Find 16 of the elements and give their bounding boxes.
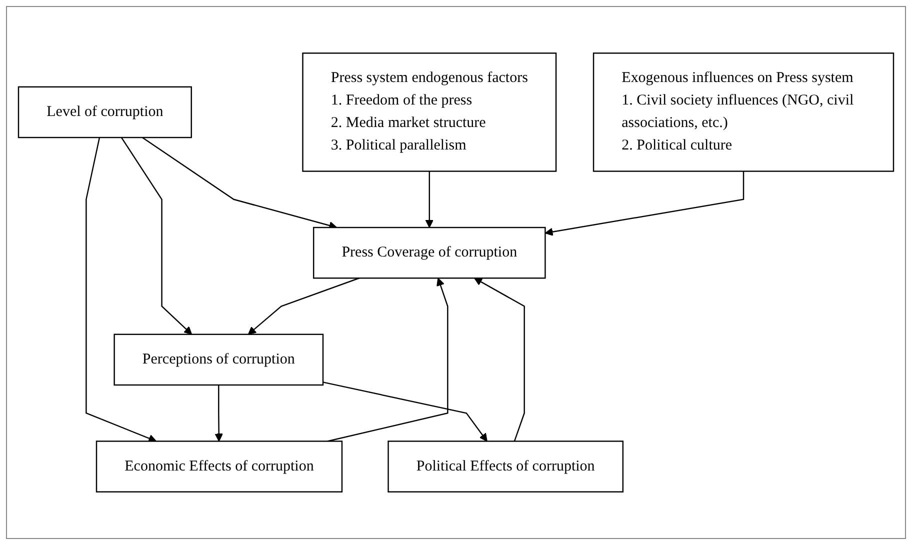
arrow: [327, 278, 448, 442]
arrow: [120, 137, 192, 335]
arrow: [474, 278, 525, 442]
node-box: Political Effects of corruption: [388, 440, 624, 492]
node-box: Exogenous influences on Press system 1. Civil society influences (NGO, civil associations, etc.) 2. Political culture: [592, 52, 894, 172]
arrow: [86, 137, 157, 442]
arrow: [425, 171, 434, 228]
node-box: Level of corruption: [18, 86, 192, 138]
node-box: Press Coverage of corruption: [312, 226, 546, 279]
node-box: Economic Effects of corruption: [96, 440, 343, 492]
node-box: Press system endogenous factors 1. Freedom of the press 2. Media market structure 3. Political parallelism: [302, 52, 557, 172]
arrow: [248, 278, 360, 335]
arrow: [322, 382, 488, 442]
arrow: [214, 385, 223, 442]
arrow: [544, 171, 744, 236]
node-box: Perceptions of corruption: [114, 334, 324, 386]
